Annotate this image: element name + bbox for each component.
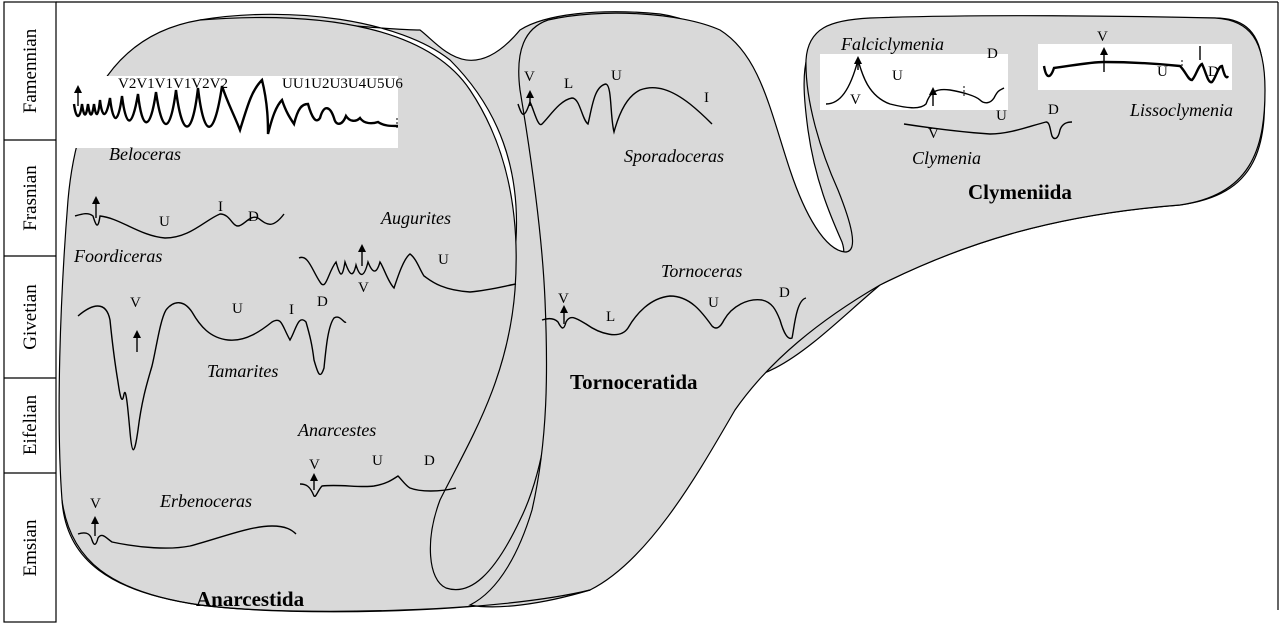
genus-tamarites: Tamarites	[207, 361, 278, 381]
sporadoceras-lobe-u: U	[611, 68, 622, 84]
order-anarcestida: Anarcestida	[196, 587, 305, 611]
sporadoceras-lobe-v: V	[524, 69, 535, 85]
stage-emsian: Emsian	[20, 519, 41, 576]
tornoceras-lobe-l: L	[606, 309, 615, 325]
order-tornoceratida: Tornoceratida	[570, 370, 698, 394]
order-clymeniida: Clymeniida	[968, 180, 1072, 204]
genus-anarcestes: Anarcestes	[297, 420, 376, 440]
falciclymenia-lobe-d: D	[987, 46, 998, 62]
tornoceras-lobe-d: D	[779, 285, 790, 301]
genus-foordiceras: Foordiceras	[73, 246, 162, 266]
augurites-lobe-u: U	[438, 252, 449, 268]
sporadoceras-lobe-i: I	[704, 90, 709, 106]
genus-sporadoceras: Sporadoceras	[624, 146, 724, 166]
foordiceras-lobe-u: U	[159, 214, 170, 230]
stage-famennian: Famennian	[20, 28, 41, 113]
clymenia-lobe-u: U	[996, 108, 1007, 124]
tamarites-lobe-u: U	[232, 301, 243, 317]
genus-augurites: Augurites	[380, 208, 451, 228]
genus-lissoclymenia: Lissoclymenia	[1129, 100, 1233, 120]
lissoclymenia-lobe-u: U	[1157, 64, 1168, 80]
stage-givetian: Givetian	[20, 284, 41, 350]
genus-erbenoceras: Erbenoceras	[159, 491, 252, 511]
anarcestes-lobe-u: U	[372, 453, 383, 469]
anarcestes-lobe-d: D	[424, 453, 435, 469]
beloceras-lobes-left: V2V1V1V1V2V2	[118, 76, 228, 92]
stage-eifelian: Eifelian	[20, 394, 41, 455]
genus-falciclymenia: Falciclymenia	[840, 34, 944, 54]
foordiceras-lobe-d: D	[248, 209, 259, 225]
genus-clymenia: Clymenia	[912, 148, 981, 168]
lissoclymenia-lobe-v: V	[1097, 29, 1108, 45]
augurites-lobe-v: V	[358, 280, 369, 296]
sporadoceras-lobe-l: L	[564, 76, 573, 92]
tamarites-lobe-i: I	[289, 302, 294, 318]
tornoceras-lobe-u: U	[708, 295, 719, 311]
erbenoceras-lobe-v: V	[90, 496, 101, 512]
clymenia-lobe-d: D	[1048, 102, 1059, 118]
genus-beloceras: Beloceras	[109, 144, 181, 164]
foordiceras-lobe-i: I	[218, 199, 223, 215]
stage-frasnian: Frasnian	[20, 165, 41, 231]
genus-tornoceras: Tornoceras	[661, 261, 742, 281]
falciclymenia-lobe-v: V	[850, 92, 861, 108]
falciclymenia-lobe-u: U	[892, 68, 903, 84]
tamarites-lobe-v: V	[130, 295, 141, 311]
stage-column: Famennian Frasnian Givetian Eifelian Ems…	[4, 2, 56, 622]
anarcestes-lobe-v: V	[309, 457, 320, 473]
beloceras-lobes-right: UU1U2U3U4U5U6	[282, 76, 403, 92]
tamarites-lobe-d: D	[317, 294, 328, 310]
lissoclymenia-lobe-d: D	[1208, 64, 1219, 80]
clymenia-lobe-v: V	[928, 126, 939, 142]
tornoceras-lobe-v: V	[558, 291, 569, 307]
